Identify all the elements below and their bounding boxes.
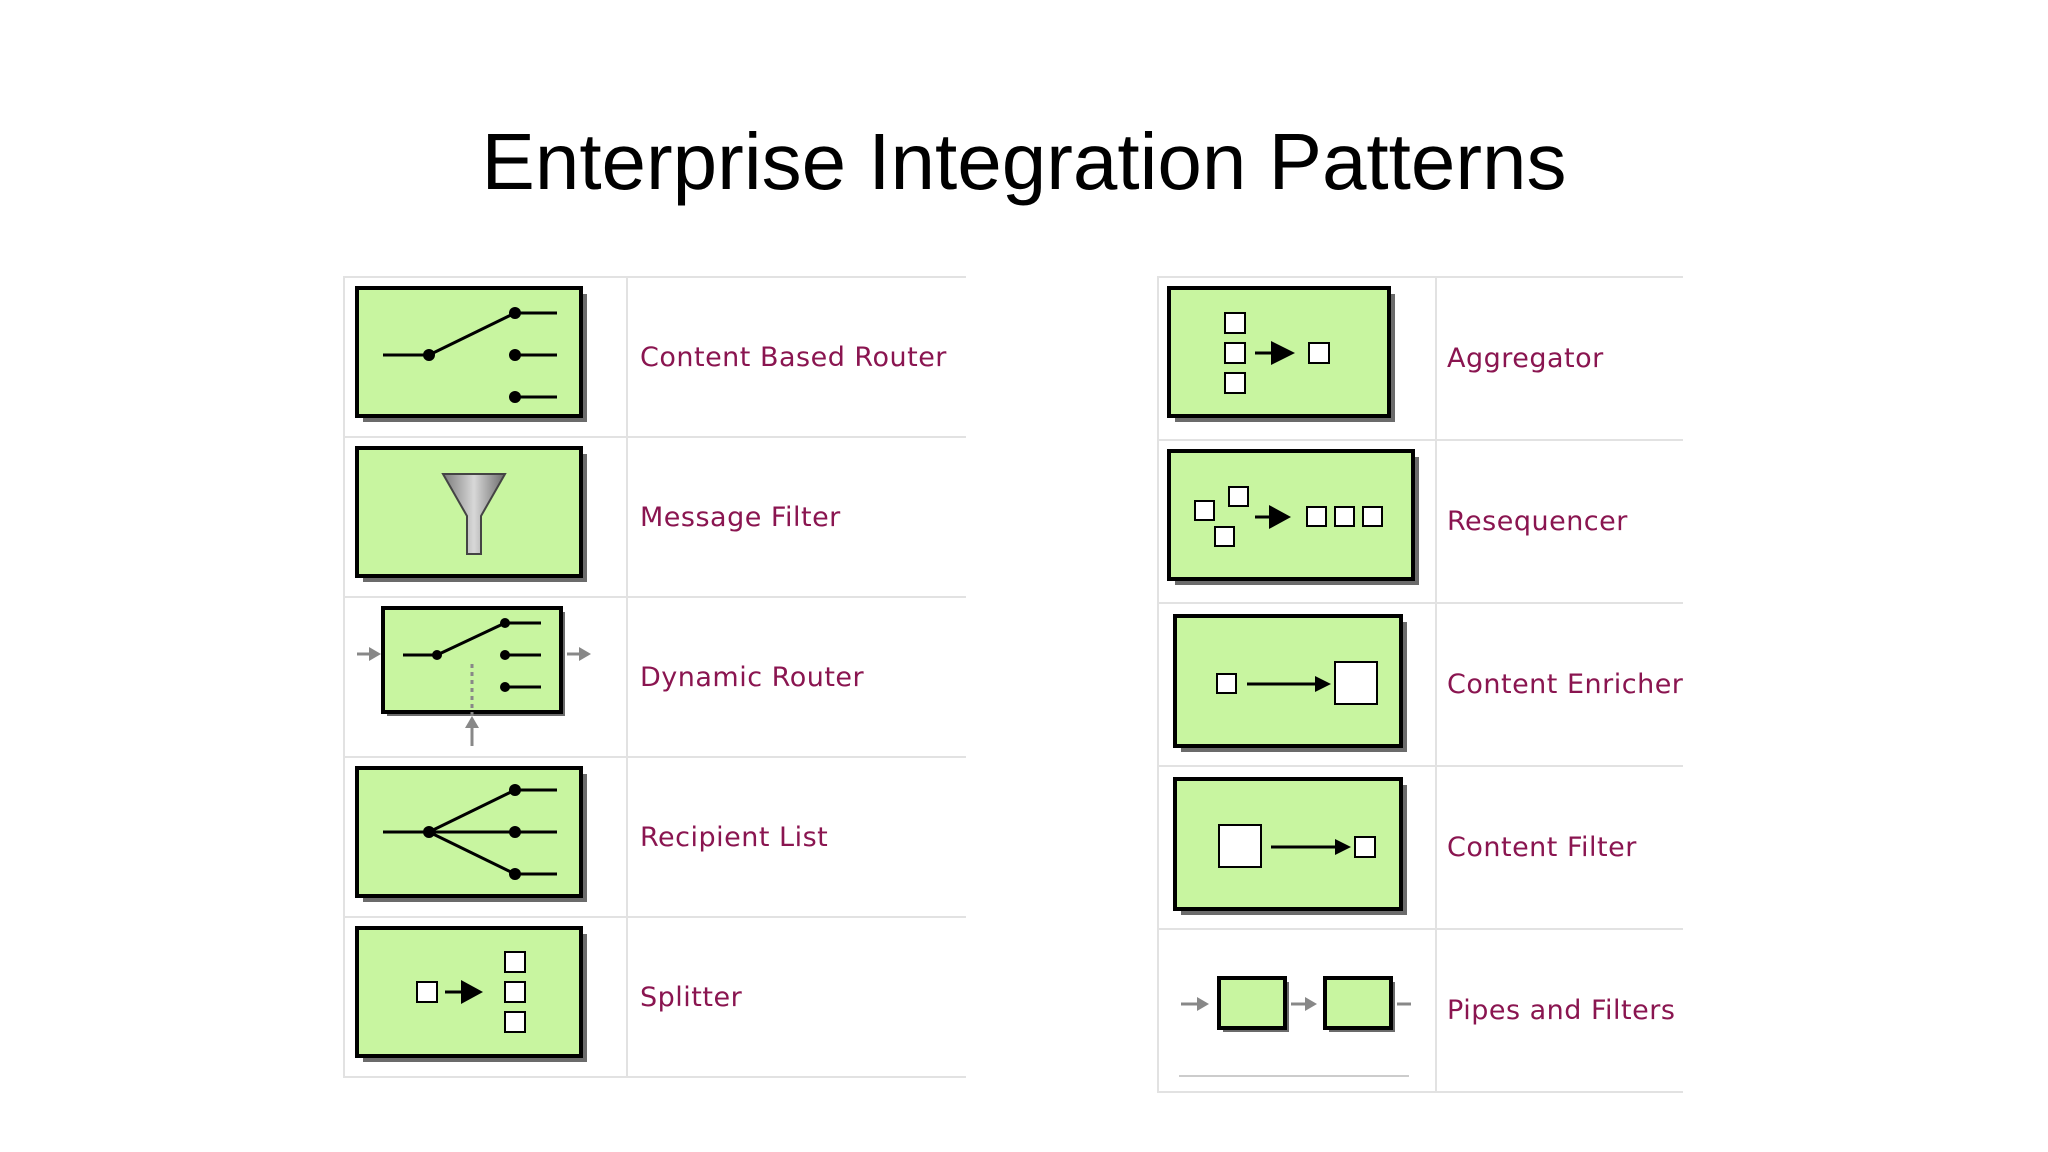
pattern-row-content-based-router: Content Based Router (344, 277, 966, 438)
resequencer-icon (1167, 449, 1419, 585)
slide-title: Enterprise Integration Patterns (481, 117, 1567, 206)
pattern-label: Recipient List (640, 821, 829, 853)
content-enricher-icon (1173, 614, 1407, 752)
pattern-row-message-filter: Message Filter (344, 437, 966, 598)
pattern-label: Pipes and Filters (1447, 995, 1676, 1026)
recipient-list-icon (355, 766, 587, 902)
pipes-and-filters-icon (1179, 976, 1411, 1077)
pattern-row-splitter: Splitter (344, 917, 966, 1078)
left-pattern-table: Content Based Router Message Filter (343, 276, 966, 1078)
pattern-label: Splitter (640, 981, 743, 1013)
pattern-row-pipes-and-filters: Pipes and Filters (1158, 929, 1684, 1093)
pattern-label: Message Filter (640, 501, 841, 533)
right-pattern-table: Aggregator Resequencer (1157, 276, 1684, 1093)
pattern-label: Content Enricher (1447, 669, 1684, 700)
pattern-label: Aggregator (1447, 343, 1604, 374)
content-filter-icon (1173, 777, 1407, 915)
pattern-row-aggregator: Aggregator (1158, 277, 1684, 441)
content-based-router-icon (355, 286, 587, 422)
pattern-row-content-enricher: Content Enricher (1158, 603, 1684, 767)
pattern-label: Content Based Router (640, 341, 947, 373)
pattern-label: Content Filter (1447, 832, 1637, 863)
aggregator-icon (1167, 286, 1395, 422)
splitter-icon (355, 926, 587, 1062)
pattern-row-resequencer: Resequencer (1158, 440, 1684, 604)
pattern-label: Dynamic Router (640, 661, 865, 693)
pattern-row-content-filter: Content Filter (1158, 766, 1684, 930)
pattern-row-recipient-list: Recipient List (344, 757, 966, 918)
message-filter-icon (355, 446, 587, 582)
pattern-label: Resequencer (1447, 506, 1628, 537)
pattern-row-dynamic-router: Dynamic Router (344, 597, 966, 758)
dynamic-router-icon (357, 606, 591, 746)
